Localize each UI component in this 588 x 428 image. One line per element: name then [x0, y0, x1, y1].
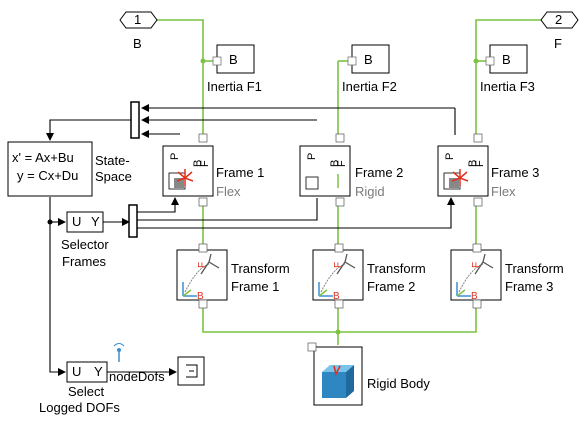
inertia-f3-block[interactable] [485, 44, 528, 74]
frame-1-type: Flex [216, 184, 241, 199]
inertia-f1-port-label: B [229, 52, 238, 67]
log-scope-block[interactable] [177, 356, 205, 386]
select-dofs-signal: nodeDofs [109, 369, 165, 384]
state-space-eq2: y = Cx+Du [17, 168, 79, 183]
frame-2-type: Rigid [355, 184, 385, 199]
frame-3-type: Flex [491, 184, 516, 199]
demux-block[interactable] [128, 204, 138, 238]
frame-1-name: Frame 1 [216, 165, 265, 180]
frame-port-f-label: F [474, 160, 486, 167]
state-space-label2: Space [95, 169, 132, 184]
frame-port-b-label: B [329, 160, 341, 167]
inertia-f2-port-label: B [364, 52, 373, 67]
junction-dot [47, 219, 53, 225]
inport-1[interactable] [119, 11, 158, 29]
inport-1-number: 1 [134, 12, 142, 27]
frame-port-f-label: F [336, 160, 348, 167]
transform-frame-3-block[interactable]: FB [450, 243, 502, 309]
junction-dot [200, 58, 206, 64]
selector-y: Y [91, 214, 100, 229]
frame-port-p-label: P [444, 153, 456, 160]
frame-3-name: Frame 3 [491, 165, 540, 180]
transform-frame-2-block[interactable]: FB [312, 243, 364, 309]
frame-port-top [335, 133, 345, 143]
transform-3-line2: Frame 3 [505, 279, 554, 294]
frame-port-b-label: B [192, 160, 204, 167]
transform-b-label: B [333, 291, 340, 302]
flex-star-icon [176, 169, 194, 186]
frame-shade-icon [449, 178, 459, 188]
transform-f-label: F [333, 262, 344, 268]
transform-frame-1-block[interactable]: FB [176, 243, 228, 309]
selector-frames-block[interactable] [66, 211, 104, 233]
frame-2-block[interactable]: P BF [299, 133, 351, 207]
transform-f-label: F [197, 262, 208, 268]
frame-port-top [473, 133, 483, 143]
select-dofs-label1: Select [68, 384, 105, 399]
frame-port-bottom [198, 197, 208, 207]
rigid-body-label: Rigid Body [367, 376, 430, 391]
frame-port-bottom [335, 197, 345, 207]
inport-2-label: F [554, 36, 562, 51]
transform-1-line1: Transform [231, 261, 290, 276]
inport-2-number: 2 [555, 12, 563, 27]
inport-2[interactable] [540, 11, 579, 29]
select-dofs-label2: Logged DOFs [39, 400, 120, 415]
selector-label2: Frames [62, 254, 107, 269]
selector-u: U [72, 214, 82, 229]
state-space-eq1: x' = Ax+Bu [12, 150, 74, 165]
select-dofs-u: U [72, 364, 82, 379]
select-dofs-block[interactable] [66, 361, 108, 383]
rigid-body-block[interactable] [307, 342, 363, 406]
flex-star-icon [451, 169, 469, 186]
inertia-f3-name: Inertia F3 [480, 79, 535, 94]
frame-port-p-label: P [169, 153, 181, 160]
frame-shade-icon [174, 178, 184, 188]
signal-connections [46, 104, 456, 376]
frame-port-bottom [473, 197, 483, 207]
inertia-f2-name: Inertia F2 [342, 79, 397, 94]
inertia-f1-block[interactable] [212, 44, 255, 74]
transform-b-label: B [471, 291, 478, 302]
frame-outline-icon [305, 176, 319, 190]
frame-port-b-label: B [467, 160, 479, 167]
state-space-block[interactable] [7, 141, 93, 197]
mux-block[interactable] [130, 101, 140, 139]
junction-dot [335, 329, 341, 335]
inertia-f2-block[interactable] [347, 44, 390, 74]
transform-f-label: F [471, 262, 482, 268]
inertia-f1-name: Inertia F1 [207, 79, 262, 94]
frame-port-top [198, 133, 208, 143]
state-space-label1: State- [95, 153, 130, 168]
frame-port-p-label: P [306, 153, 318, 160]
junction-dot [473, 58, 479, 64]
transform-2-line1: Transform [367, 261, 426, 276]
frame-2-name: Frame 2 [355, 165, 404, 180]
transform-1-line2: Frame 1 [231, 279, 280, 294]
inertia-f3-port-label: B [502, 52, 511, 67]
frame-1-block[interactable]: P BF [162, 133, 214, 207]
frame-port-f-label: F [199, 160, 211, 167]
inport-1-label: B [133, 36, 142, 51]
antenna-icon [113, 343, 125, 362]
transform-b-label: B [197, 291, 204, 302]
selector-label1: Selector [61, 237, 109, 252]
transform-2-line2: Frame 2 [367, 279, 416, 294]
select-dofs-y: Y [94, 364, 103, 379]
frame-3-block[interactable]: P BF [437, 133, 489, 207]
transform-3-line1: Transform [505, 261, 564, 276]
